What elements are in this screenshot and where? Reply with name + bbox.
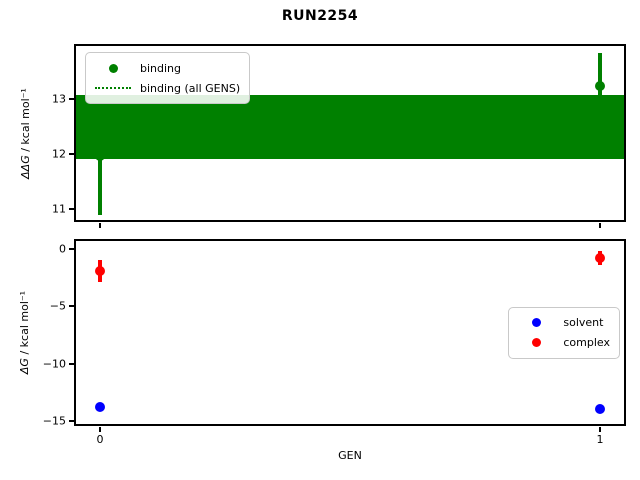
legend-marker-column (95, 63, 131, 73)
legend-marker-column (95, 87, 131, 89)
ddg-plot: 11 12 13 ΔΔG / kcal mol⁻¹ binding binding (… (19, 44, 626, 228)
ddg-y-axis-label-units: / kcal mol⁻¹ (18, 87, 32, 155)
all-gens-band (75, 95, 625, 159)
y-tick-label: −15 (42, 414, 66, 428)
dg-plot-area: 0 −5 −10 −15 0 1 (43, 240, 625, 445)
legend-label: complex (563, 336, 610, 349)
dotted-line-icon (95, 87, 131, 89)
ddg-plot-area: 11 12 13 (52, 45, 625, 228)
x-tick-label: 0 (96, 433, 104, 446)
x-tick-mark (99, 223, 101, 228)
circle-marker-icon (531, 338, 541, 347)
y-tick-mark (69, 305, 74, 308)
legend-label: solvent (563, 316, 604, 329)
y-tick-label: 12 (52, 147, 66, 161)
binding-point (95, 150, 105, 161)
solvent-point (595, 404, 605, 415)
y-tick-label: 0 (59, 242, 66, 256)
legend-marker-column (518, 318, 554, 327)
complex-point (95, 265, 105, 276)
ddg-y-axis-label: ΔΔG / kcal mol⁻¹ (17, 45, 33, 221)
figure-title: RUN2254 (281, 8, 359, 24)
dg-y-axis-label-math: ΔG (18, 358, 32, 375)
legend-marker-column (518, 338, 554, 347)
dg-y-axis-label-units: / kcal mol⁻¹ (18, 290, 32, 359)
plot-border-bottom (74, 220, 626, 222)
legend-entry: binding (95, 58, 240, 78)
plot-border-right (624, 44, 626, 222)
circle-marker-icon (531, 318, 541, 327)
y-tick-label: −5 (49, 299, 66, 313)
x-tick-label: 1 (596, 433, 604, 446)
plot-border-left (74, 44, 76, 222)
y-tick-mark (69, 419, 74, 422)
x-tick-mark (99, 427, 101, 432)
y-tick-label: 11 (52, 202, 66, 216)
plot-border-top (74, 239, 626, 241)
x-axis-label: GEN (338, 449, 362, 462)
legend-entry: binding (all GENS) (95, 78, 240, 98)
y-tick-mark (69, 248, 74, 251)
circle-marker-icon (108, 63, 118, 73)
dg-legend: solvent complex (508, 306, 620, 359)
plot-border-top (74, 44, 626, 46)
complex-point (595, 253, 605, 264)
dg-y-axis-label: ΔG / kcal mol⁻¹ (17, 240, 33, 425)
y-tick-mark (69, 362, 74, 365)
y-tick-mark (69, 97, 74, 100)
plot-border-left (74, 239, 76, 426)
solvent-point (95, 402, 105, 413)
y-tick-label: 13 (52, 92, 66, 106)
plot-border-right (624, 239, 626, 426)
plot-border-bottom (74, 424, 626, 426)
y-tick-mark (69, 207, 74, 210)
legend-label: binding (all GENS) (140, 81, 241, 95)
legend-label: binding (140, 61, 182, 75)
y-tick-label: −10 (42, 357, 66, 371)
dg-plot: 0 −5 −10 −15 0 1 ΔG / kcal mol⁻¹ GEN solvent c… (19, 239, 626, 462)
binding-point (595, 80, 605, 91)
y-tick-mark (69, 152, 74, 155)
x-tick-mark (599, 427, 601, 432)
ddg-y-axis-label-math: ΔΔG (18, 154, 32, 179)
ddg-legend: binding binding (all GENS) (85, 52, 251, 104)
legend-entry: complex (518, 333, 610, 353)
legend-entry: solvent (518, 313, 610, 333)
x-tick-mark (599, 223, 601, 228)
